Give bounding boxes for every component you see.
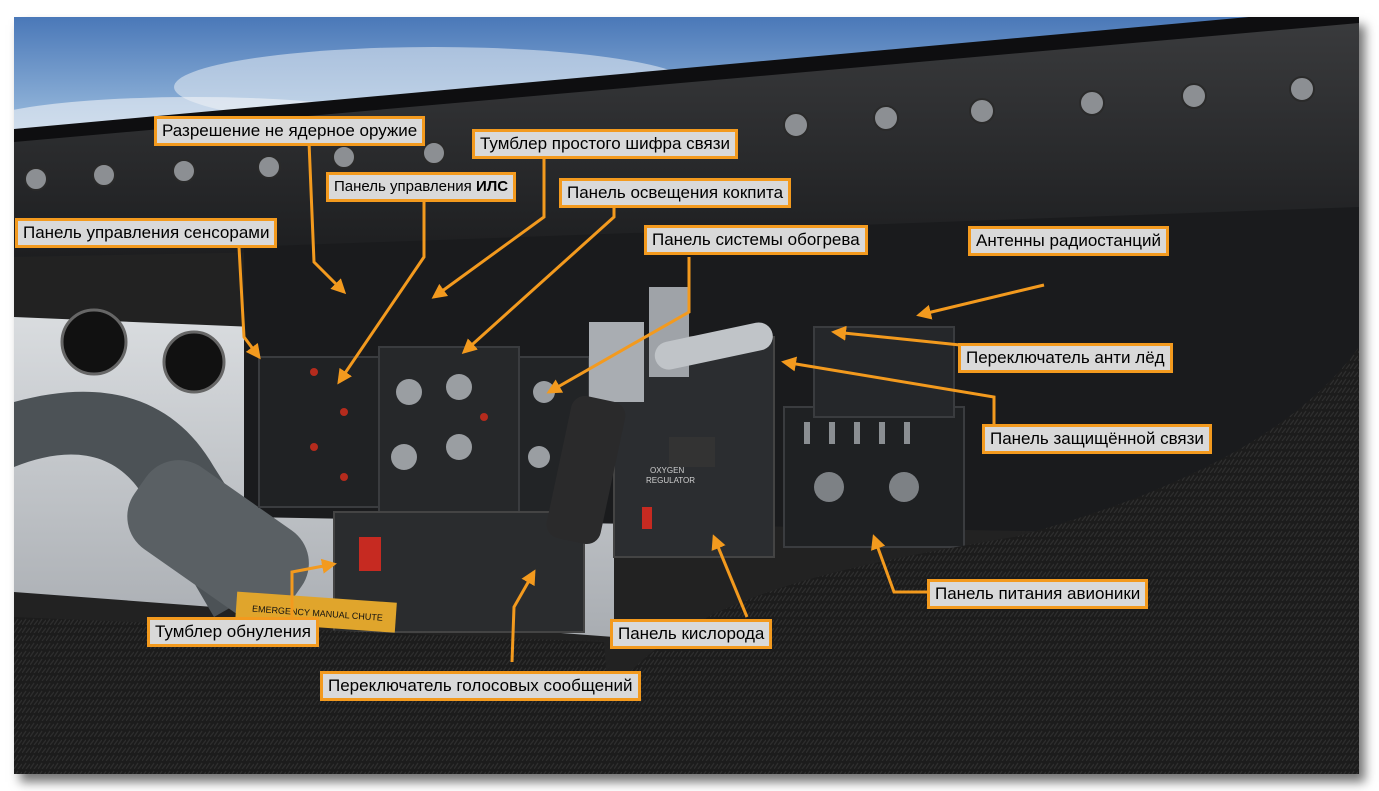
rivet-bolts: [24, 76, 1315, 191]
arrow-securecomm: [781, 356, 996, 427]
oxygen-regulator-line1: OXYGEN: [650, 466, 684, 475]
arrow-crypto: [431, 152, 546, 299]
sensor-panel: [258, 356, 380, 508]
callout-zeroize-switch: Тумблер обнуления: [147, 617, 319, 647]
seat-right: [574, 347, 1359, 774]
callout-arrows: [237, 141, 1045, 663]
callout-hud-prefix: Панель управления: [334, 178, 476, 195]
arrow-avionics: [871, 534, 929, 594]
callout-heating-panel: Панель системы обогрева: [644, 225, 868, 255]
arrow-antiice: [831, 325, 961, 347]
callout-hud-bold: ИЛС: [475, 178, 509, 195]
arrow-heating: [546, 257, 691, 394]
callout-avionics-power-panel: Панель питания авионики: [927, 579, 1149, 609]
callout-secure-comm-panel: Панель защищённой связи: [982, 424, 1212, 454]
gauge-left: [60, 308, 128, 376]
callout-anti-ice-switch: Переключатель анти лёд: [958, 343, 1173, 373]
cockpit-scene: EMERGENCY MANUAL CHUTE OXYGEN REGULATOR: [14, 17, 1359, 774]
callout-crypto-switch: Тумблер простого шифра связи: [472, 129, 739, 159]
arrow-oxygen: [711, 534, 749, 618]
callout-nonnuclear-weapon: Разрешение не ядерное оружие: [154, 116, 426, 146]
callout-oxygen-panel: Панель кислорода: [610, 619, 773, 649]
arrow-hud: [337, 200, 426, 385]
arrow-antennas: [916, 283, 1045, 320]
callout-lighting-panel: Панель освещения кокпита: [559, 178, 792, 208]
callout-radio-antennas: Антенны радиостанций: [968, 226, 1169, 256]
grip: [546, 395, 626, 544]
gauge-mid: [162, 330, 226, 394]
oxygen-regulator-line2: REGULATOR: [646, 476, 695, 485]
callout-voice-message-switch: Переключатель голосовых сообщений: [320, 671, 641, 701]
avionics-panel: [783, 406, 965, 548]
callout-sensor-panel: Панель управления сенсорами: [15, 218, 278, 248]
seat-left: [14, 617, 614, 774]
arrow-sensors: [237, 246, 261, 360]
zeroize-switch-cover: [359, 537, 381, 571]
oxygen-regulator-label: OXYGEN REGULATOR: [646, 466, 695, 485]
callout-hud-panel: Панель управления ИЛС: [326, 172, 517, 202]
arrow-nonnuclear: [307, 141, 347, 295]
lighting-panel: [378, 346, 520, 518]
arrow-zeroize: [290, 558, 337, 622]
canopy-handle: [589, 322, 644, 402]
arrow-voice: [510, 569, 536, 663]
photo-frame: EMERGENCY MANUAL CHUTE OXYGEN REGULATOR …: [14, 17, 1359, 774]
